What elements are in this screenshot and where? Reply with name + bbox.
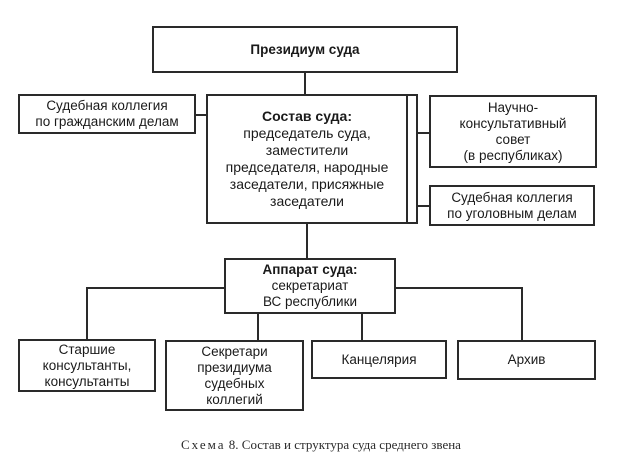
secretaries-box: Секретари президиума судебных коллегий — [165, 340, 304, 411]
archive-box: Архив — [457, 340, 596, 380]
secretaries-line: президиума — [197, 359, 272, 375]
presidium-box: Президиум суда — [152, 26, 458, 73]
criminal-collegium-box: Судебная коллегия по уголовным делам — [429, 185, 595, 226]
scientific-council-line: (в республиках) — [463, 147, 563, 163]
civil-collegium-line: Судебная коллегия — [46, 98, 168, 113]
secretaries-line: коллегий — [206, 391, 263, 407]
connector-composition-trunk-bottom — [408, 222, 417, 224]
chancellery-box: Канцелярия — [311, 340, 447, 379]
composition-line: заседатели, присяжные — [229, 176, 385, 192]
secretaries-line: Секретари — [201, 343, 268, 359]
connector-secretaries — [257, 314, 259, 340]
apparatus-line: ВС республики — [262, 294, 358, 309]
senior-consultants-line: Старшие — [58, 341, 116, 357]
connector-senior-consultants — [86, 287, 88, 339]
apparatus-box: Аппарат суда: секретариат ВС республики — [224, 258, 396, 314]
composition-line: заместители — [265, 142, 349, 158]
civil-collegium-box: Судебная коллегия по гражданским делам — [18, 94, 196, 134]
connector-archive — [521, 287, 523, 340]
scientific-council-line: консультативный — [459, 115, 567, 131]
archive-label: Архив — [507, 352, 546, 367]
chancellery-label: Канцелярия — [341, 351, 417, 367]
caption-text: 8. Состав и структура суда среднего звен… — [225, 437, 461, 452]
secretaries-line: судебных — [204, 375, 265, 391]
connector-council — [416, 132, 429, 134]
senior-consultants-line: консультанты, — [42, 357, 132, 373]
composition-line: председатель суда, — [243, 125, 371, 141]
civil-collegium-line: по гражданским делам — [35, 114, 179, 129]
senior-consultants-line: консультанты — [44, 373, 130, 389]
scientific-council-line: совет — [495, 131, 531, 147]
connector-right-trunk — [416, 94, 418, 224]
senior-consultants-box: Старшие консультанты, консультанты — [18, 339, 156, 392]
caption-label: Схема — [181, 437, 226, 452]
connector-composition-trunk — [408, 94, 417, 96]
criminal-collegium-line: Судебная коллегия — [451, 189, 573, 205]
connector-chancellery — [361, 314, 363, 340]
figure-caption: Схема 8. Состав и структура суда среднег… — [0, 437, 642, 453]
composition-title: Состав суда: — [262, 108, 352, 124]
apparatus-line: секретариат — [271, 278, 349, 293]
composition-line: заседатели — [270, 193, 344, 209]
connector-presidium-composition — [304, 73, 306, 94]
connector-apparatus-left — [86, 287, 224, 289]
composition-box: Состав суда: председатель суда, заместит… — [206, 94, 408, 224]
connector-civil-composition — [196, 114, 206, 116]
scientific-council-line: Научно- — [487, 99, 539, 115]
composition-line: председателя, народные — [225, 159, 389, 175]
apparatus-title: Аппарат суда: — [262, 262, 358, 277]
connector-apparatus-right — [396, 287, 523, 289]
connector-composition-apparatus — [306, 223, 308, 258]
presidium-title: Президиум суда — [250, 41, 360, 57]
connector-criminal — [416, 205, 429, 207]
scientific-council-box: Научно- консультативный совет (в республ… — [429, 95, 597, 168]
criminal-collegium-line: по уголовным делам — [447, 205, 577, 221]
